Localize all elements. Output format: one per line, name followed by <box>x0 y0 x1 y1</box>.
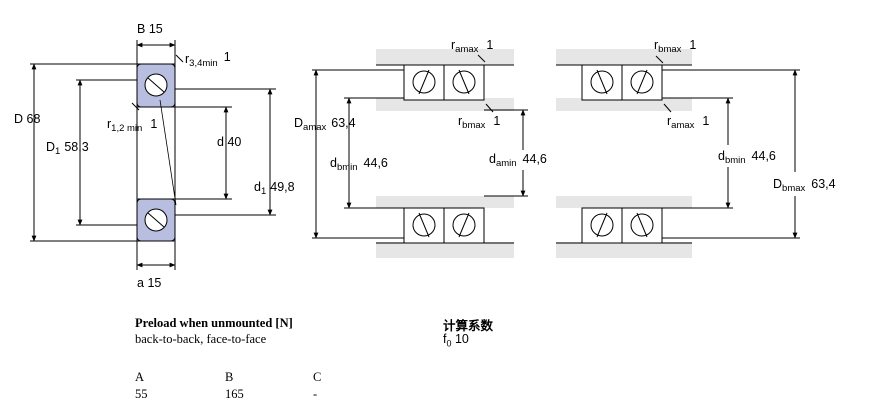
dim-a: a 15 <box>136 241 176 290</box>
calc-factor: f0 10 <box>443 332 469 349</box>
preload-val-A: 55 <box>135 387 148 401</box>
preload-subtitle: back-to-back, face-to-face <box>135 332 267 346</box>
abutment-right-drawing <box>556 49 692 258</box>
dim-B: B 15 <box>136 22 176 64</box>
calc-title: 计算系数 <box>443 319 494 333</box>
preload-title: Preload when unmounted [N] <box>135 316 293 330</box>
svg-text:D 68: D 68 <box>14 112 40 126</box>
dim-B-label: B 15 <box>137 22 163 36</box>
preload-val-C: - <box>313 387 318 401</box>
abutment-left-drawing <box>376 49 514 258</box>
bearing-section <box>136 63 177 242</box>
svg-text:d 40: d 40 <box>217 135 241 149</box>
svg-text:a 15: a 15 <box>137 276 161 290</box>
preload-col-B: B <box>225 370 234 384</box>
preload-col-A: A <box>135 370 145 384</box>
preload-col-C: C <box>313 370 322 384</box>
dim-D: D 68 <box>14 63 137 242</box>
dim-d: d 40 <box>175 106 241 200</box>
preload-val-B: 165 <box>225 387 244 401</box>
